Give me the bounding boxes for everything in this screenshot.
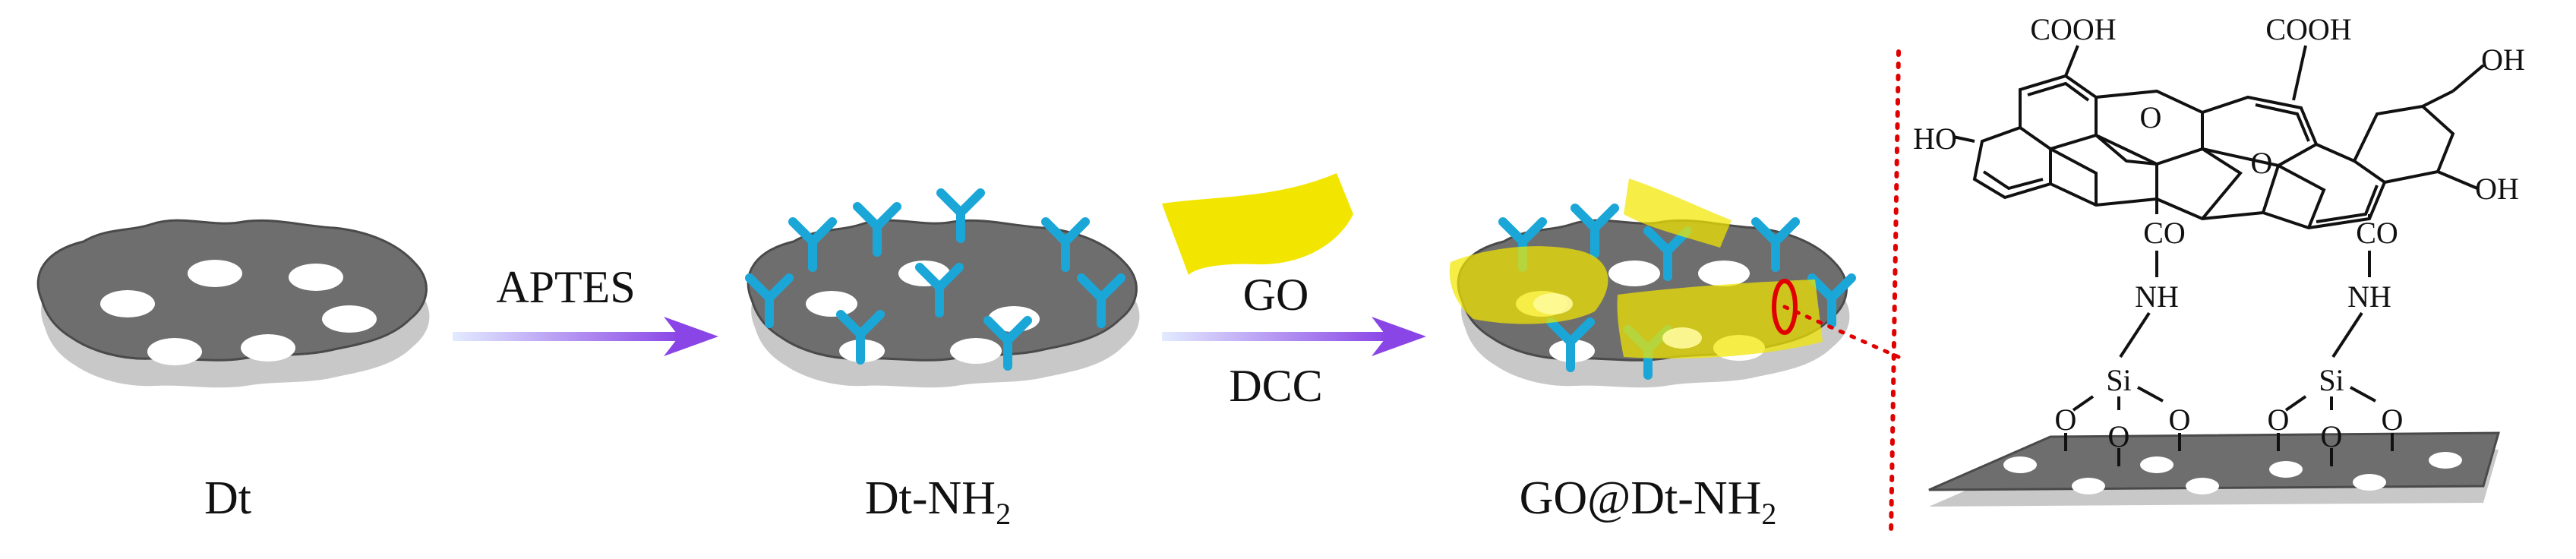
label-go-dt-nh2-sub: 2 — [1761, 497, 1776, 531]
disc-dt — [36, 219, 428, 362]
label-cooh-right: COOH — [2265, 12, 2351, 46]
stage-dt: Dt — [36, 219, 430, 524]
label-go-dt-nh2: GO@Dt-NH2 — [1520, 472, 1777, 531]
label-dt-nh2-main: Dt-NH — [865, 472, 996, 524]
go-sheet-left — [1449, 246, 1608, 324]
label-o-1: O — [2055, 403, 2077, 437]
label-dt-nh2-sub: 2 — [996, 497, 1011, 531]
slab-pores — [2003, 452, 2462, 494]
label-o-6: O — [2382, 403, 2404, 437]
substituent-bonds — [1953, 45, 2485, 466]
label-nh-right: NH — [2347, 280, 2391, 314]
go-framework — [1972, 74, 2455, 230]
label-o-2: O — [2108, 419, 2130, 453]
reagent-aptes: APTES — [496, 262, 635, 312]
label-dt-nh2: Dt-NH2 — [865, 472, 1011, 531]
label-go-dt-nh2-main: GO@Dt-NH — [1520, 472, 1762, 524]
substrate-slab — [1928, 431, 2500, 491]
arrow-step2: GO DCC — [1162, 173, 1426, 411]
label-co-left: CO — [2143, 216, 2186, 250]
label-o-5: O — [2321, 419, 2343, 453]
reagent-go: GO — [1243, 270, 1309, 320]
structure-labels: COOH COOH OH HO OH O O CO CO NH NH Si Si… — [1913, 12, 2525, 453]
label-si-left: Si — [2106, 363, 2131, 397]
arrow-shaft-2 — [1162, 332, 1387, 341]
label-o-3: O — [2169, 403, 2191, 437]
reagent-dcc: DCC — [1229, 361, 1322, 411]
label-ring-o-1: O — [2140, 100, 2162, 134]
stage-dt-nh2: Dt-NH2 — [748, 193, 1140, 531]
label-o-4: O — [2268, 403, 2290, 437]
arrow-step1: APTES — [453, 262, 718, 356]
zoom-divider — [1889, 49, 1901, 538]
label-ho-left: HO — [1913, 122, 1957, 156]
stage-go-dt-nh2: GO@Dt-NH2 — [1449, 178, 1852, 531]
label-dt: Dt — [204, 472, 251, 524]
go-sheet-top — [1624, 178, 1732, 248]
label-si-right: Si — [2319, 363, 2344, 397]
label-oh-top-right: OH — [2481, 43, 2525, 77]
label-oh-right: OH — [2475, 172, 2519, 206]
go-sheet — [1162, 173, 1353, 275]
label-ring-o-2: O — [2251, 146, 2273, 180]
arrow-head-1 — [664, 317, 718, 356]
label-cooh-left: COOH — [2030, 12, 2116, 46]
label-co-right: CO — [2356, 216, 2398, 250]
structure-zoom: COOH COOH OH HO OH O O CO CO NH NH Si Si… — [1913, 12, 2525, 507]
arrow-shaft-1 — [453, 332, 680, 341]
highlight-ring — [1772, 279, 1798, 335]
zoom-pointer — [1782, 305, 1901, 359]
pores — [100, 260, 377, 365]
arrow-head-2 — [1372, 317, 1426, 356]
label-nh-left: NH — [2135, 280, 2179, 314]
